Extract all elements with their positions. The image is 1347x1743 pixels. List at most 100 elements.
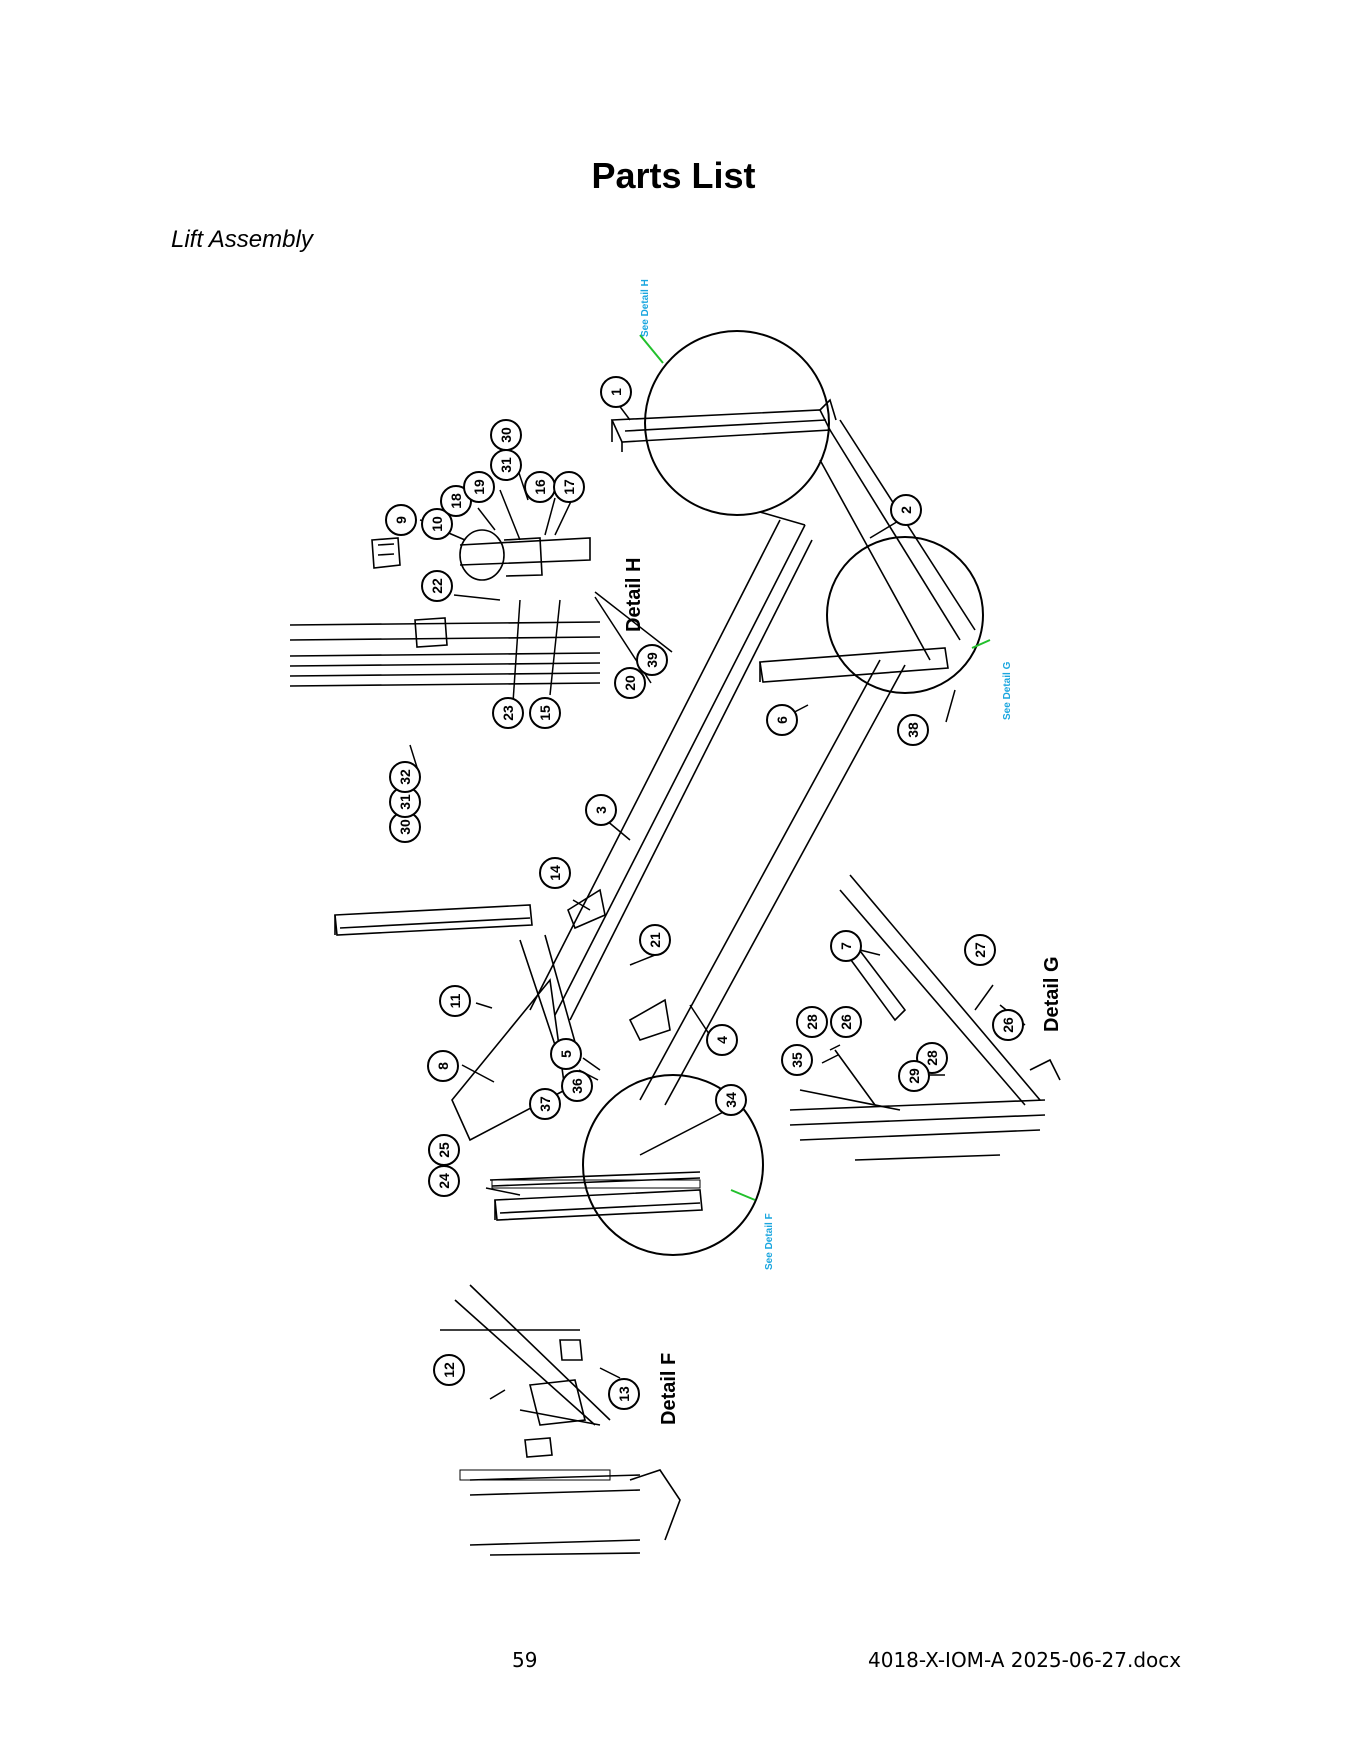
svg-text:8: 8: [435, 1062, 451, 1070]
balloon-3: 3: [585, 794, 617, 826]
balloon-37: 37: [529, 1088, 561, 1120]
balloon-22: 22: [421, 570, 453, 602]
svg-text:14: 14: [547, 865, 563, 881]
svg-text:26: 26: [1000, 1017, 1016, 1033]
svg-text:37: 37: [537, 1096, 553, 1112]
balloon-14: 14: [539, 857, 571, 889]
balloon-20: 20: [614, 667, 646, 699]
svg-text:16: 16: [532, 479, 548, 495]
svg-text:13: 13: [616, 1386, 632, 1402]
svg-text:11: 11: [447, 993, 463, 1008]
svg-text:34: 34: [723, 1092, 739, 1108]
svg-text:21: 21: [647, 932, 663, 948]
balloon-12: 12: [433, 1354, 465, 1386]
svg-text:20: 20: [622, 675, 638, 691]
svg-text:27: 27: [972, 942, 988, 958]
balloon-34: 34: [715, 1084, 747, 1116]
detail-f-circle: [582, 1074, 764, 1256]
detail-h-circle: [644, 330, 830, 516]
balloon-35: 35: [781, 1044, 813, 1076]
balloon-23: 23: [492, 697, 524, 729]
balloons: 1 2 3 4 5 6 7 8 9 10 11 12 13 14 15 16 1…: [385, 376, 1024, 1410]
balloon-27: 27: [964, 934, 996, 966]
balloon-26b: 26: [992, 1009, 1024, 1041]
balloon-6: 6: [766, 704, 798, 736]
balloon-31a: 31: [490, 449, 522, 481]
svg-text:5: 5: [558, 1050, 574, 1058]
balloon-leaders: [409, 399, 1026, 1400]
balloon-8: 8: [427, 1050, 459, 1082]
balloon-28a: 28: [796, 1006, 828, 1038]
balloon-5: 5: [550, 1038, 582, 1070]
detail-g-circle: [826, 536, 984, 694]
balloon-1: 1: [600, 376, 632, 408]
balloon-24: 24: [428, 1165, 460, 1197]
balloon-36: 36: [561, 1070, 593, 1102]
balloon-38: 38: [897, 714, 929, 746]
svg-text:12: 12: [441, 1362, 457, 1378]
footer-page-number: 59: [512, 1648, 538, 1672]
balloon-4: 4: [706, 1024, 738, 1056]
balloon-2: 2: [890, 494, 922, 526]
svg-text:7: 7: [838, 942, 854, 950]
svg-text:30: 30: [498, 427, 514, 443]
svg-text:10: 10: [429, 516, 445, 532]
balloon-31b: 31: [389, 786, 421, 818]
svg-text:32: 32: [397, 769, 413, 785]
balloon-29: 29: [898, 1060, 930, 1092]
svg-text:15: 15: [537, 705, 553, 721]
svg-text:23: 23: [500, 705, 516, 721]
svg-text:9: 9: [393, 516, 409, 524]
svg-text:28: 28: [924, 1050, 940, 1066]
balloon-17: 17: [553, 471, 585, 503]
svg-text:26: 26: [838, 1014, 854, 1030]
svg-text:24: 24: [436, 1173, 452, 1189]
page-title: Parts List: [591, 155, 756, 196]
see-detail-h-note: See Detail H: [640, 279, 651, 337]
svg-text:36: 36: [569, 1078, 585, 1094]
svg-text:30: 30: [397, 819, 413, 835]
svg-text:38: 38: [905, 722, 921, 738]
detail-f-label: Detail F: [658, 1353, 680, 1425]
svg-text:2: 2: [898, 506, 914, 514]
balloon-11: 11: [439, 985, 471, 1017]
balloon-7: 7: [830, 930, 862, 962]
balloon-9: 9: [385, 504, 417, 536]
svg-text:29: 29: [906, 1068, 922, 1084]
svg-text:6: 6: [774, 716, 790, 724]
rack-teeth: [459, 1179, 701, 1481]
frame-linework: [289, 398, 1061, 1556]
svg-text:28: 28: [804, 1014, 820, 1030]
balloon-39: 39: [636, 644, 668, 676]
detail-leaders: [639, 334, 991, 1201]
balloon-18: 18: [440, 485, 472, 517]
footer-document-name: 4018-X-IOM-A 2025-06-27.docx: [868, 1648, 1182, 1672]
svg-text:1: 1: [608, 388, 624, 396]
balloon-16: 16: [524, 471, 556, 503]
balloon-21: 21: [639, 924, 671, 956]
svg-text:19: 19: [471, 479, 487, 495]
svg-text:22: 22: [429, 578, 445, 594]
svg-text:35: 35: [789, 1052, 805, 1068]
balloon-10: 10: [421, 508, 453, 540]
see-detail-g-note: See Detail G: [1002, 661, 1013, 720]
svg-text:31: 31: [397, 794, 413, 810]
detail-g-label: Detail G: [1041, 956, 1063, 1032]
svg-text:4: 4: [714, 1036, 730, 1044]
balloon-25: 25: [428, 1134, 460, 1166]
balloon-30b: 30: [389, 811, 421, 843]
detail-h-label: Detail H: [623, 558, 645, 632]
see-detail-f-note: See Detail F: [764, 1213, 775, 1270]
detail-circles: [582, 330, 984, 1256]
svg-text:17: 17: [561, 479, 577, 495]
balloon-19: 19: [463, 471, 495, 503]
balloon-26a: 26: [830, 1006, 862, 1038]
balloon-30a: 30: [490, 419, 522, 451]
svg-text:18: 18: [448, 493, 464, 509]
balloon-32: 32: [389, 761, 421, 793]
balloon-13: 13: [608, 1378, 640, 1410]
balloon-15: 15: [529, 697, 561, 729]
svg-text:3: 3: [593, 806, 609, 814]
svg-text:39: 39: [644, 652, 660, 668]
